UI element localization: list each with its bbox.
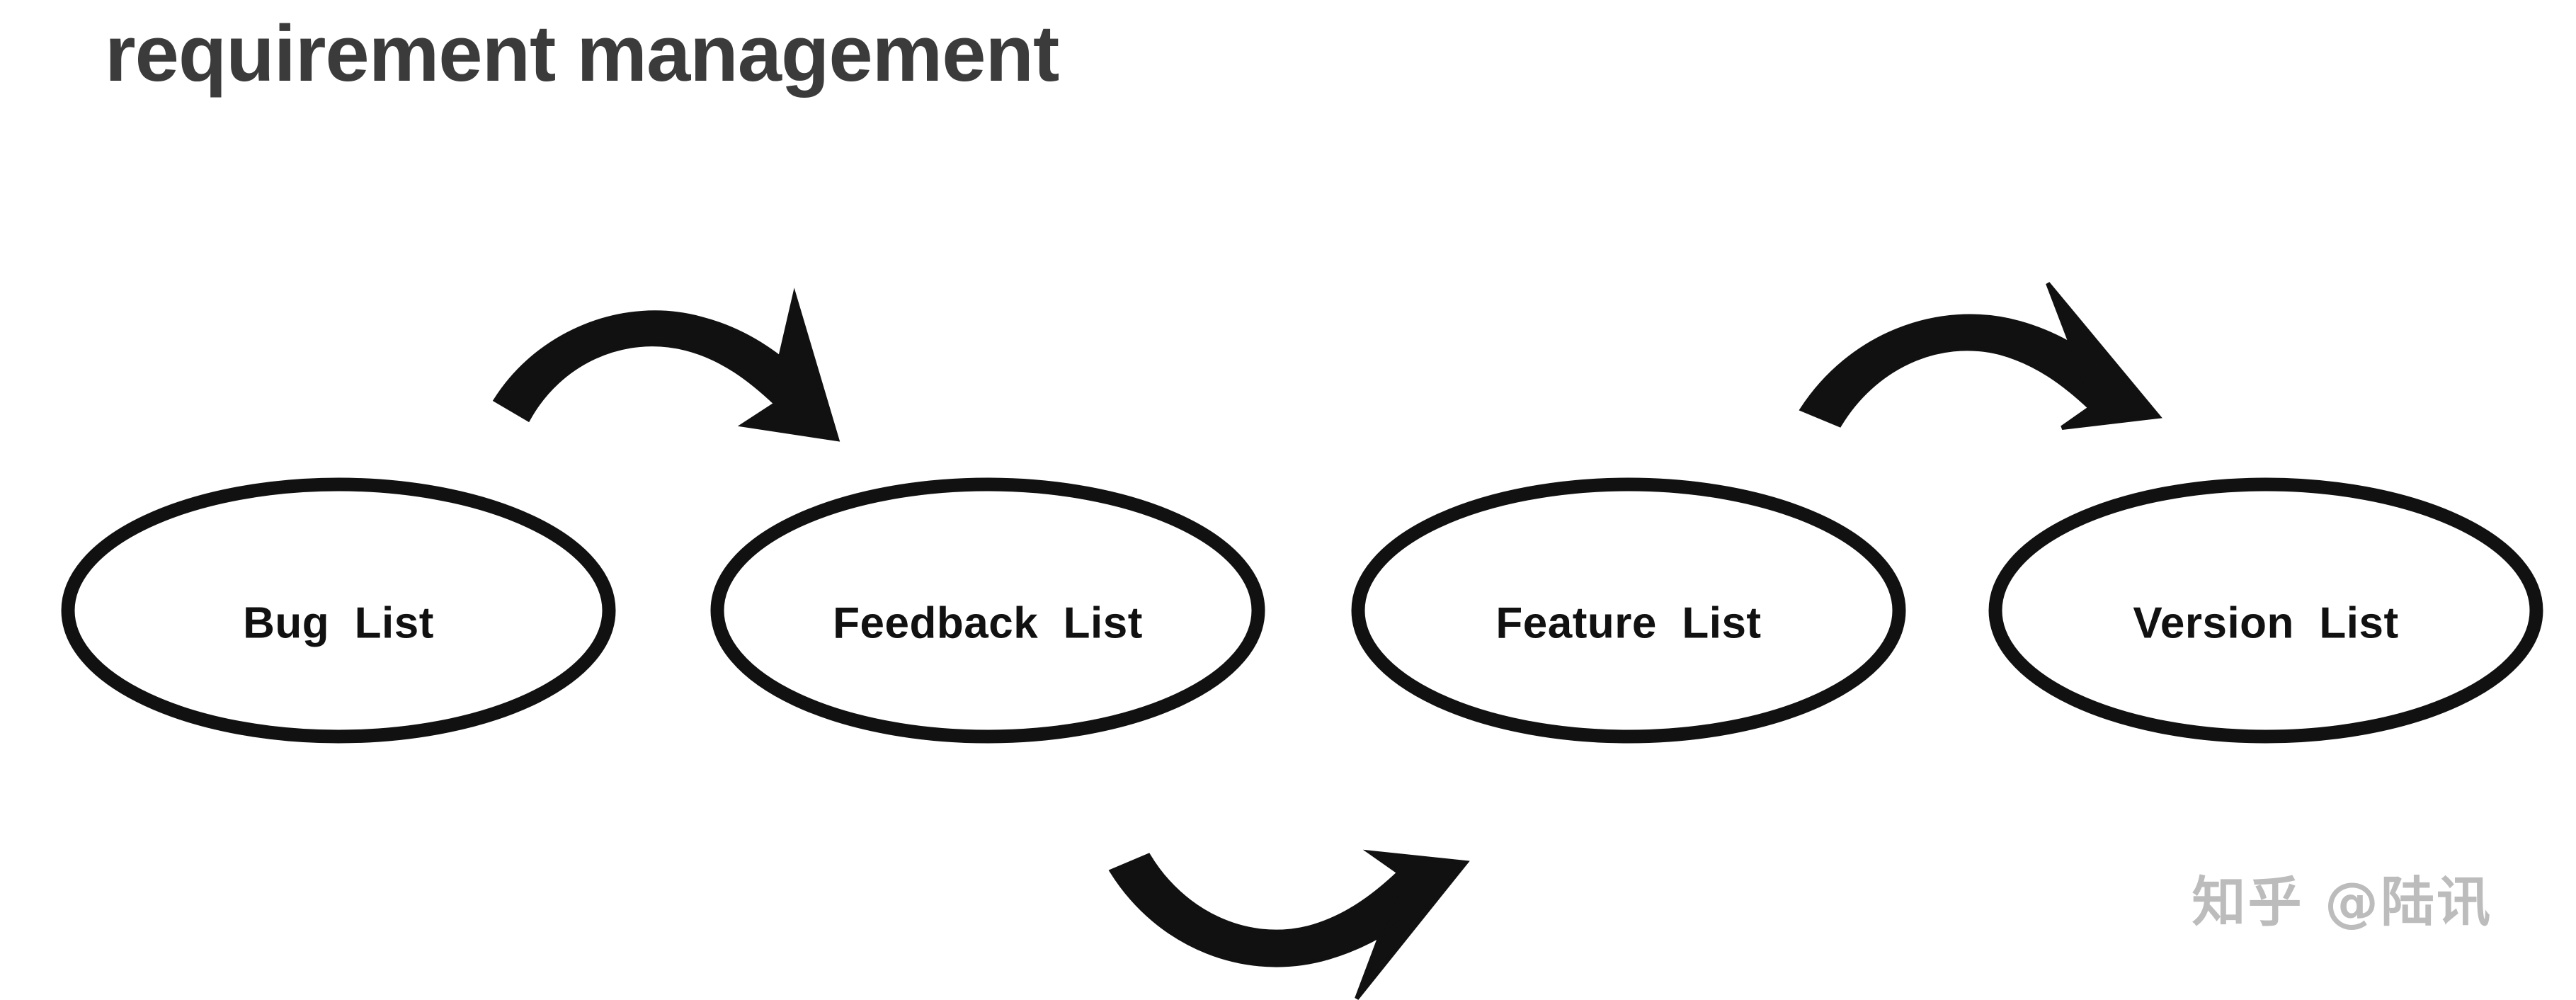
arrow-feature-to-version-icon xyxy=(1799,282,2162,430)
node-ellipse-feedback-list[interactable] xyxy=(710,477,1265,744)
node-label-bug-list: Bug List xyxy=(243,598,434,648)
page-title: requirement management xyxy=(105,9,1059,98)
arrow-bug-to-feedback-icon xyxy=(492,288,840,442)
arrow-feedback-to-feature-icon xyxy=(1108,849,1470,1000)
watermark-text: 知乎 @陆讯 xyxy=(2192,870,2492,933)
node-ellipse-feature-list[interactable] xyxy=(1351,477,1906,744)
node-ellipse-version-list[interactable] xyxy=(1988,477,2543,744)
node-ellipse-bug-list[interactable] xyxy=(61,477,616,744)
node-label-feedback-list: Feedback List xyxy=(833,598,1143,648)
node-label-version-list: Version List xyxy=(2133,598,2399,648)
node-label-feature-list: Feature List xyxy=(1495,598,1762,648)
